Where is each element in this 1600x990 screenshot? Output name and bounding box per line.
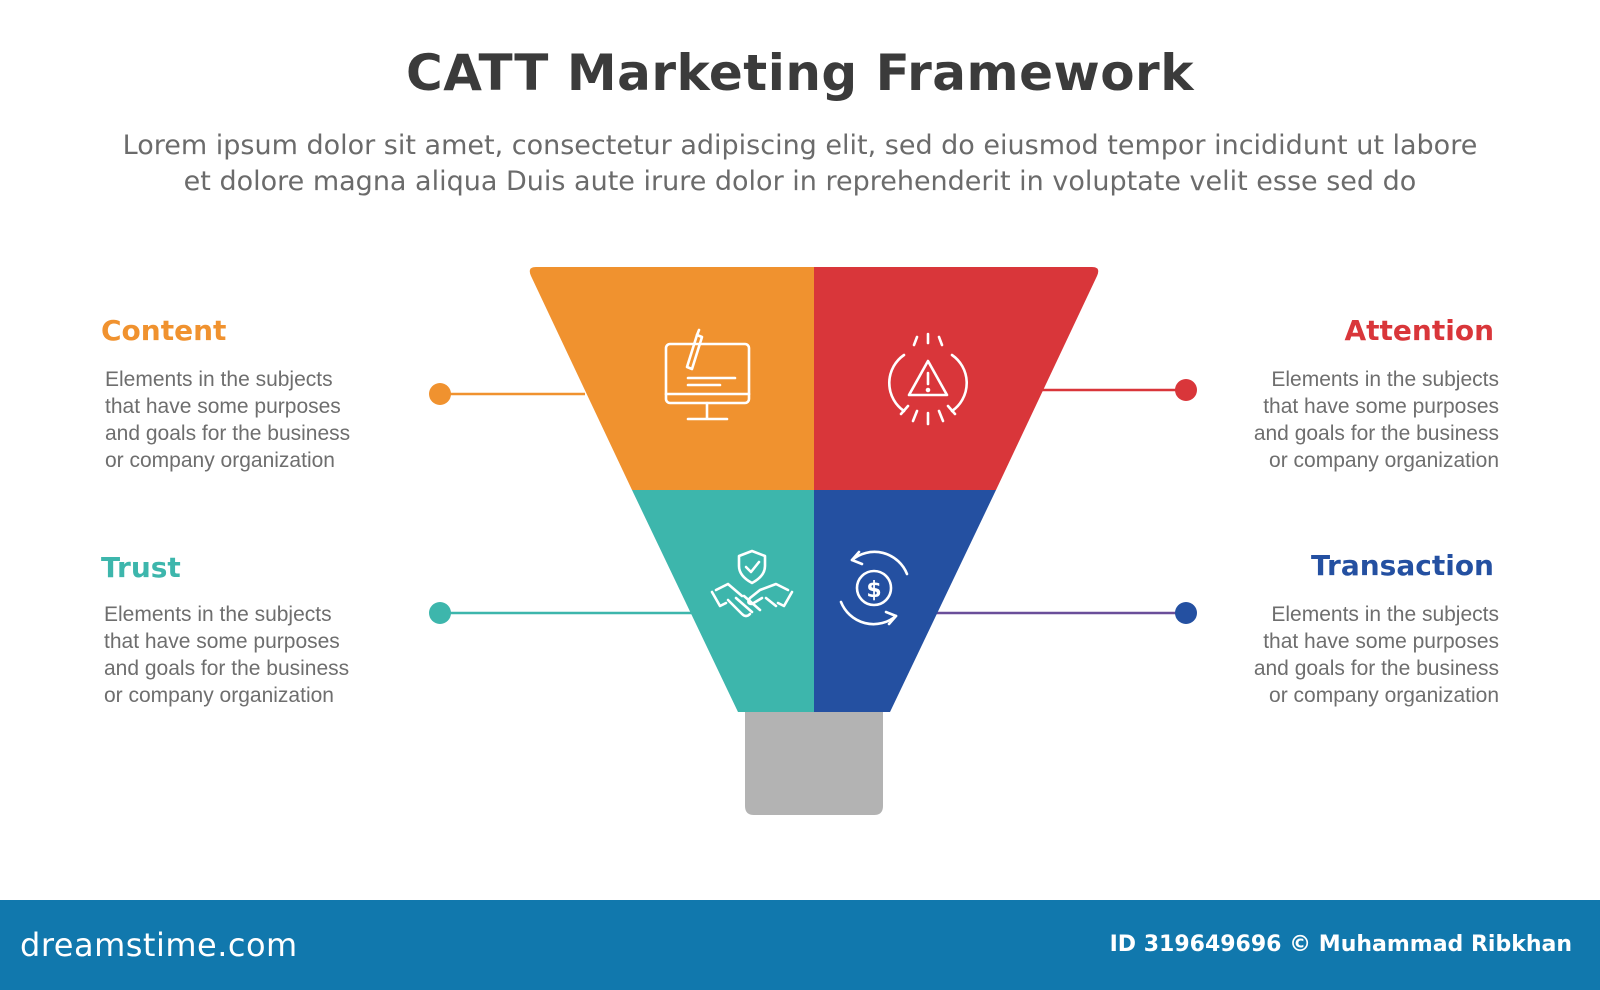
footer-bar — [0, 900, 1600, 990]
funnel-segment-transaction — [814, 490, 996, 712]
attention-label: Attention — [1344, 314, 1494, 347]
dollar-sign: $ — [866, 578, 881, 603]
funnel-diagram: $ — [429, 267, 1197, 815]
trust-label: Trust — [101, 551, 181, 584]
subtitle-line-2: et dolore magna aliqua Duis aute irure d… — [183, 166, 1417, 197]
transaction-label: Transaction — [1311, 549, 1494, 582]
alert-icon — [887, 332, 969, 426]
connector-dot-attention — [1175, 379, 1197, 401]
footer-brand: dreamstime.com — [20, 926, 298, 964]
funnel-segment-trust — [632, 490, 814, 712]
connector-dot-transaction — [1175, 602, 1197, 624]
trust-description: Elements in the subjects that have some … — [104, 603, 350, 707]
connector-dot-content — [429, 383, 451, 405]
funnel-spout — [745, 712, 883, 815]
dollar-cycle-icon — [839, 550, 909, 626]
footer-credit: ID 319649696 © Muhammad Ribkhan — [1109, 932, 1572, 957]
transaction-description: Elements in the subjects that have some … — [1253, 603, 1499, 707]
subtitle-line-1: Lorem ipsum dolor sit amet, consectetur … — [122, 130, 1478, 161]
handshake-shield-icon — [710, 549, 794, 618]
page-title: CATT Marketing Framework — [406, 44, 1194, 102]
content-description: Elements in the subjects that have some … — [105, 368, 351, 472]
funnel-segment-attention — [814, 267, 1099, 490]
connector-dot-trust — [429, 602, 451, 624]
content-label: Content — [101, 314, 227, 347]
page-subtitle: Lorem ipsum dolor sit amet, consectetur … — [60, 128, 1540, 200]
funnel-segment-content — [529, 267, 814, 490]
attention-description: Elements in the subjects that have some … — [1253, 368, 1499, 472]
computer-pen-icon — [664, 328, 751, 421]
